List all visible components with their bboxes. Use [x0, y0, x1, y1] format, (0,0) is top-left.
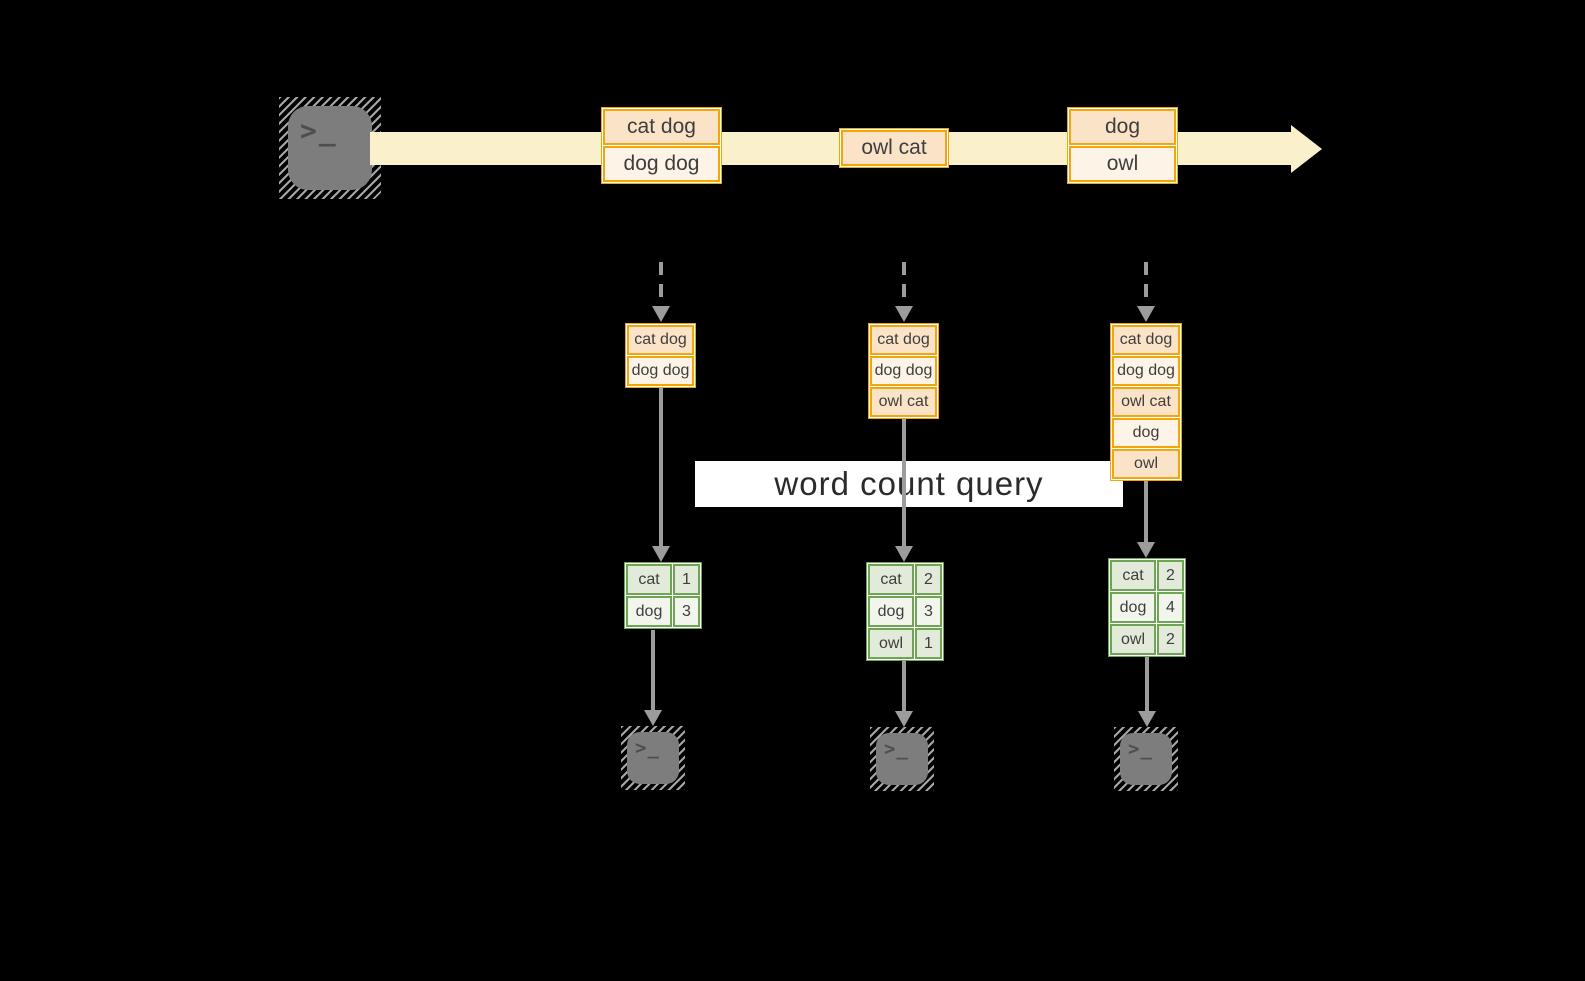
arrowhead-sink3	[1138, 711, 1156, 727]
dashed-arrowhead-1	[652, 306, 670, 322]
stack-cell: dog	[1112, 418, 1180, 448]
count-word-cell: owl	[1110, 624, 1156, 655]
count-value-cell: 2	[1157, 624, 1184, 655]
dashed-arrowhead-2	[895, 306, 913, 322]
stream-arrowhead-icon	[1291, 125, 1322, 173]
terminal-body: >_	[288, 106, 372, 190]
arrow-line-state1-counts1	[659, 387, 663, 546]
terminal-source-icon: >_	[279, 97, 381, 199]
count-value-cell: 3	[673, 596, 700, 627]
stack-cell: dog	[1069, 109, 1176, 145]
stack-cell: cat dog	[603, 109, 720, 145]
arrowhead-counts1	[652, 546, 670, 562]
count-value-cell: 1	[915, 628, 942, 659]
stack-cell: cat dog	[1112, 325, 1180, 355]
count-value-cell: 4	[1157, 592, 1184, 623]
dashed-arrow-line-1	[659, 262, 663, 306]
stack-cell: cat dog	[627, 325, 694, 355]
terminal-prompt-icon: >_	[1128, 738, 1153, 760]
arrow-line-counts2-sink2	[902, 661, 906, 711]
dashed-arrow-line-3	[1144, 262, 1148, 306]
count-value-cell: 1	[673, 564, 700, 595]
stack-cell: dog dog	[627, 356, 694, 386]
query-label: word count query	[774, 465, 1044, 502]
dashed-arrow-line-2	[902, 262, 906, 306]
terminal-sink-1-icon: >_	[621, 726, 685, 790]
arrow-line-state3-counts3	[1144, 481, 1148, 542]
count-value-cell: 2	[1157, 560, 1184, 591]
stack-cell: dog dog	[603, 146, 720, 182]
terminal-body: >_	[876, 733, 928, 785]
terminal-body: >_	[1120, 733, 1172, 785]
terminal-sink-3-icon: >_	[1114, 727, 1178, 791]
stack-cell: dog dog	[1112, 356, 1180, 386]
arrowhead-counts2	[895, 546, 913, 562]
arrow-line-counts1-sink1	[651, 630, 655, 710]
terminal-prompt-icon: >_	[884, 738, 909, 760]
terminal-prompt-icon: >_	[635, 737, 660, 759]
stack-cell: dog dog	[870, 356, 937, 386]
stack-cell: owl cat	[1112, 387, 1180, 417]
count-word-cell: cat	[626, 564, 672, 595]
stack-cell: owl	[1069, 146, 1176, 182]
stack-cell: owl cat	[841, 130, 947, 166]
stream-event-2: owl cat	[839, 128, 949, 168]
count-word-cell: dog	[868, 596, 914, 627]
count-value-cell: 3	[915, 596, 942, 627]
terminal-body: >_	[627, 732, 679, 784]
count-word-cell: owl	[868, 628, 914, 659]
count-word-cell: cat	[868, 564, 914, 595]
arrow-line-counts3-sink3	[1145, 657, 1149, 711]
arrowhead-sink2	[895, 711, 913, 727]
stack-cell: owl	[1112, 449, 1180, 479]
query-band: word count query	[695, 461, 1123, 507]
count-word-cell: dog	[1110, 592, 1156, 623]
stack-cell: cat dog	[870, 325, 937, 355]
arrowhead-sink1	[644, 710, 662, 726]
terminal-sink-2-icon: >_	[870, 727, 934, 791]
dashed-arrowhead-3	[1137, 306, 1155, 322]
arrow-line-state2-counts2	[902, 418, 906, 546]
stack-cell: owl cat	[870, 387, 937, 417]
count-value-cell: 2	[915, 564, 942, 595]
count-word-cell: dog	[626, 596, 672, 627]
arrowhead-counts3	[1137, 542, 1155, 558]
terminal-prompt-icon: >_	[300, 114, 338, 147]
count-word-cell: cat	[1110, 560, 1156, 591]
